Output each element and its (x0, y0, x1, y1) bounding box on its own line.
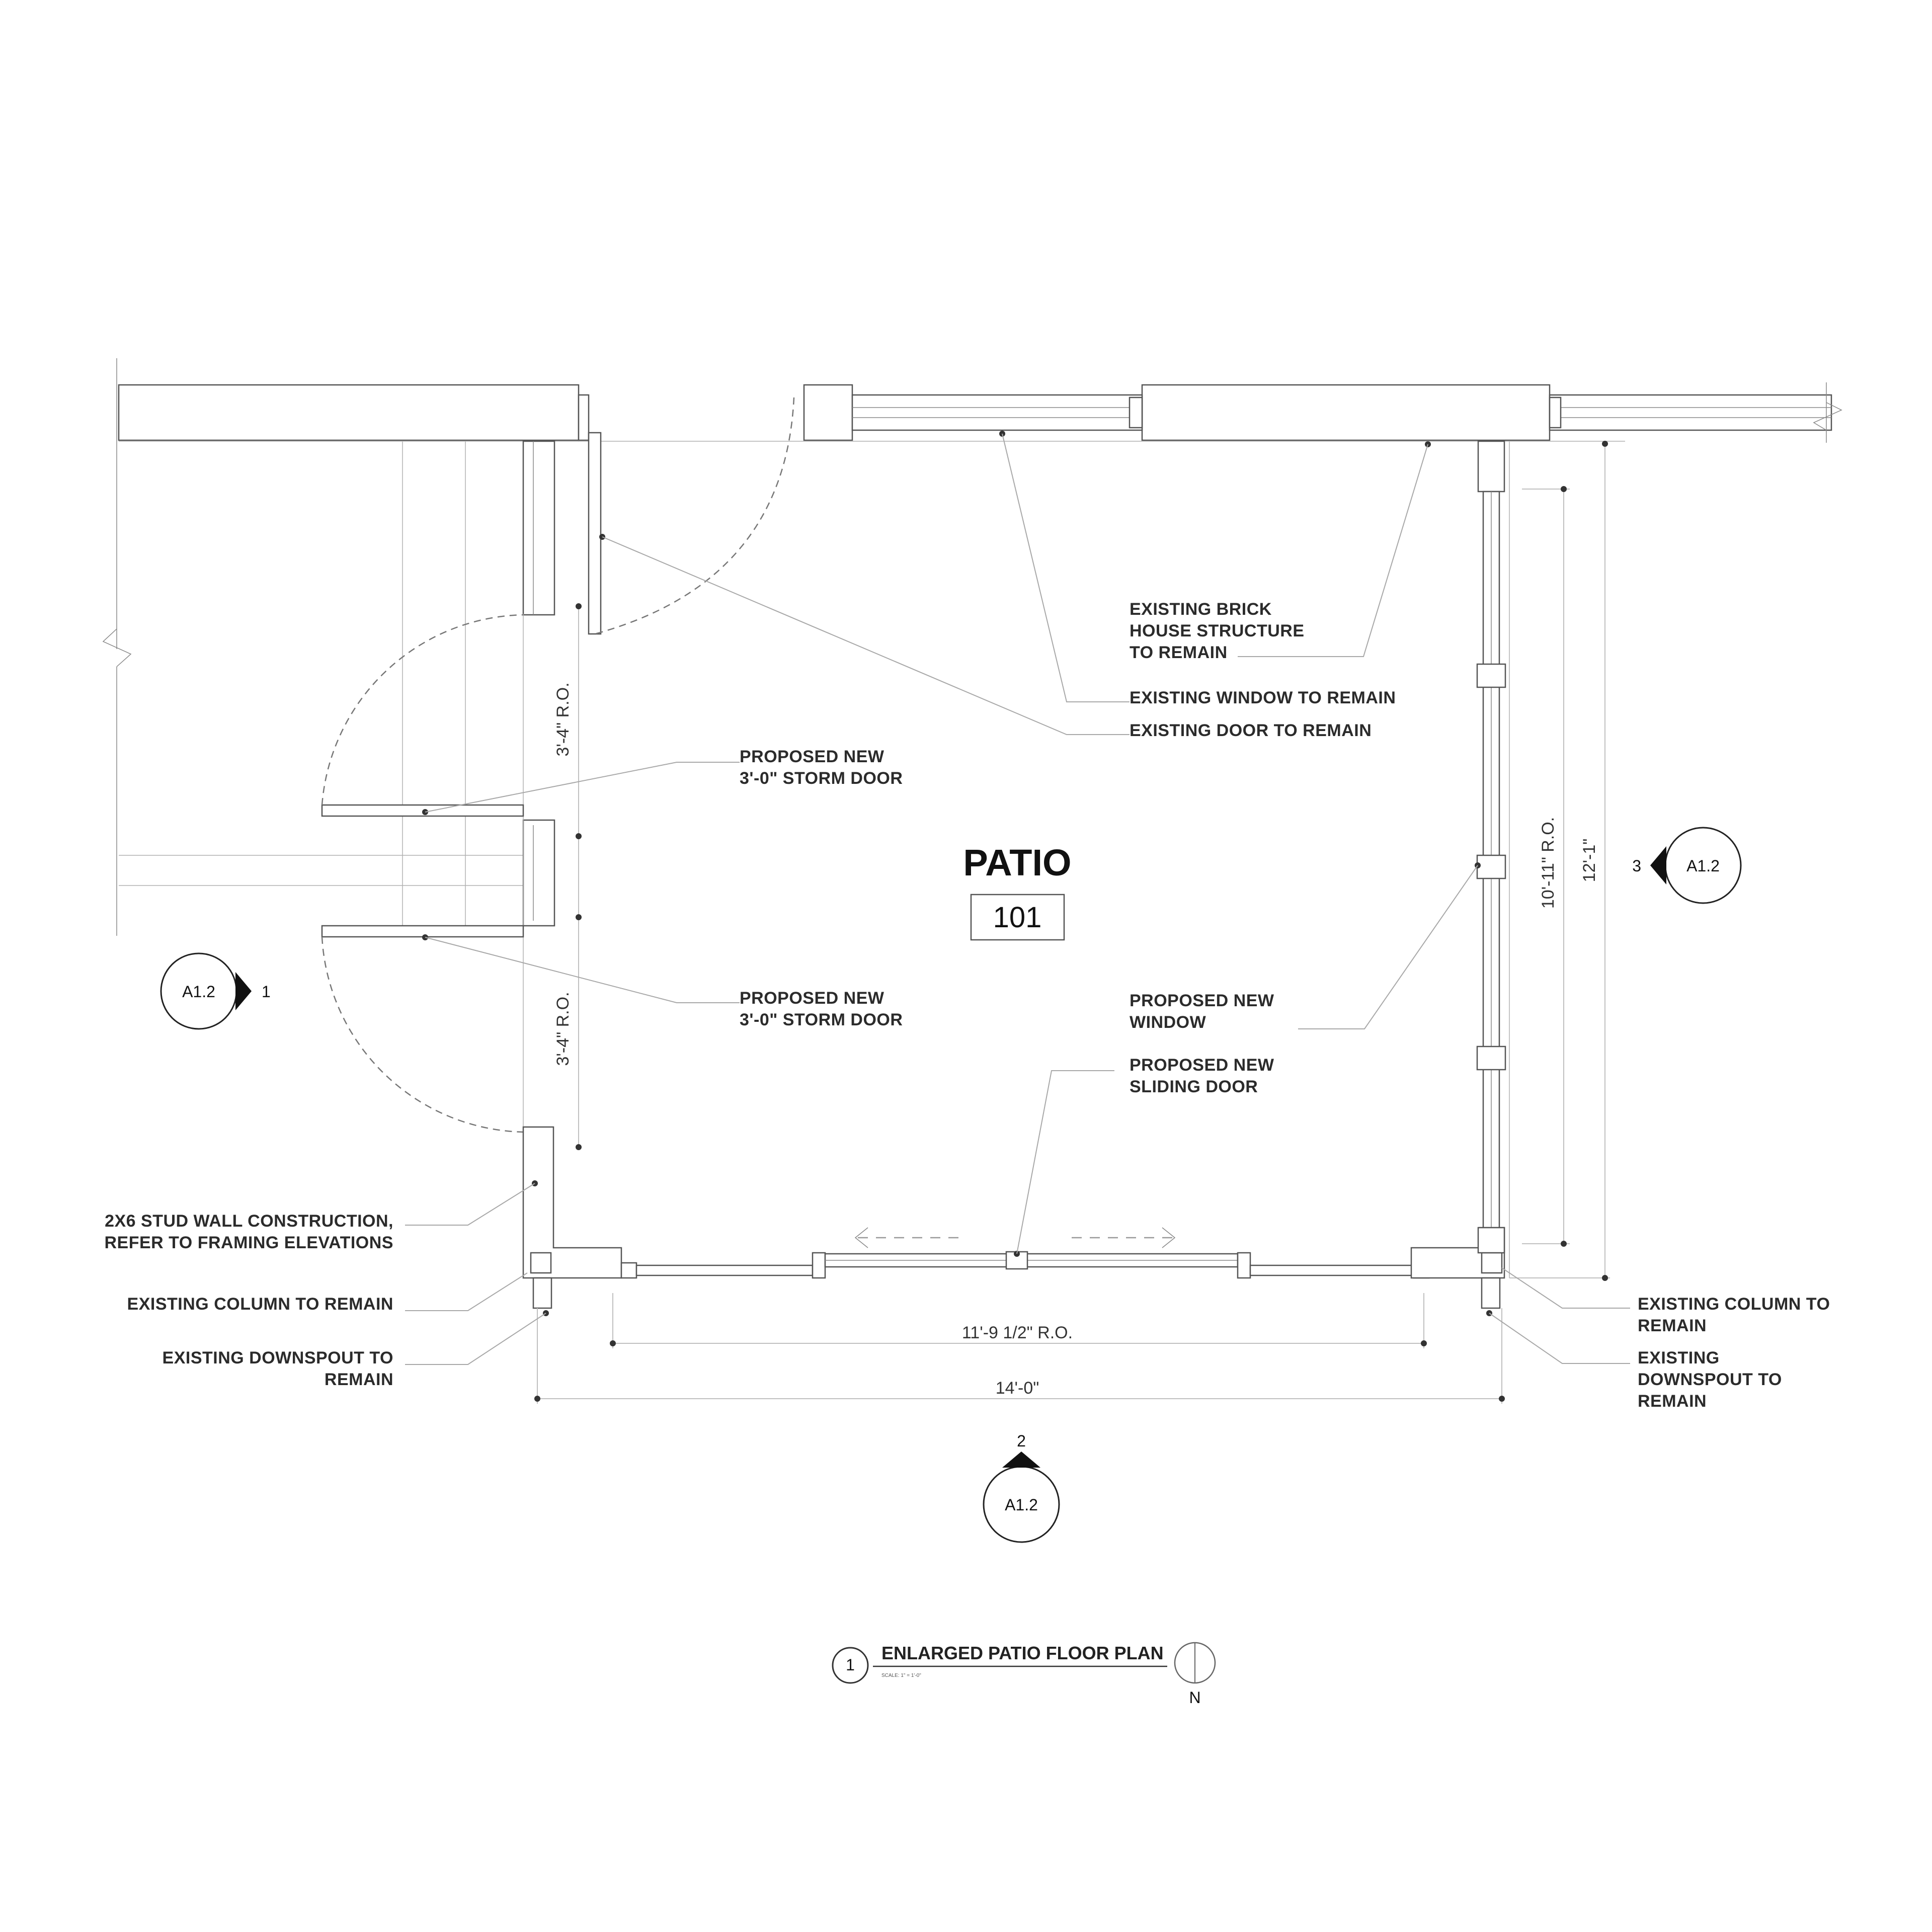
dim-door-ro: 11'-9 1/2" R.O. (962, 1323, 1073, 1342)
existing-brick-house (102, 358, 1842, 936)
note-sliding-door-line-2: SLIDING DOOR (1130, 1077, 1258, 1096)
note-downspout-right-line-2: DOWNSPOUT TO (1638, 1370, 1782, 1389)
section-right-number: 3 (1632, 857, 1641, 875)
drawing-title: 1 ENLARGED PATIO FLOOR PLAN SCALE: 1" = … (832, 1642, 1216, 1707)
room-number-box (970, 894, 1065, 941)
section-marker-right: A1.2 3 (1632, 827, 1742, 904)
existing-window-1 (851, 394, 1143, 431)
note-brick-structure-line-1: EXISTING BRICK (1130, 600, 1272, 619)
room-number: 101 (993, 901, 1042, 934)
leader-lines (405, 431, 1630, 1365)
note-brick-structure-line-2: HOUSE STRUCTURE (1130, 621, 1305, 640)
section-left-sheet: A1.2 (182, 983, 215, 1001)
title-drawing-number: 1 (846, 1656, 855, 1674)
east-window-wall (1476, 440, 1510, 1278)
note-downspout-right-line-3: REMAIN (1638, 1392, 1707, 1411)
note-column-left: EXISTING COLUMN TO REMAIN (127, 1295, 393, 1314)
dim-window-ro: 10'-11" R.O. (1539, 817, 1558, 909)
dim-ro-bottom: 3'-4" R.O. (553, 992, 573, 1066)
south-sliding-door (620, 1227, 1430, 1279)
note-column-right-line-1: EXISTING COLUMN TO (1638, 1295, 1830, 1314)
note-new-window-line-1: PROPOSED NEW (1130, 991, 1274, 1010)
note-stud-wall-line-1: 2X6 STUD WALL CONSTRUCTION, (105, 1212, 393, 1231)
storm-door-top (321, 614, 524, 817)
storm-door-bottom (321, 925, 524, 1133)
title-scale: SCALE: 1" = 1'-0" (881, 1673, 921, 1678)
existing-door (588, 397, 795, 636)
note-new-window-line-2: WINDOW (1130, 1013, 1206, 1032)
title-text: ENLARGED PATIO FLOOR PLAN (881, 1643, 1164, 1663)
dim-overall-width: 14'-0" (996, 1379, 1039, 1398)
section-right-sheet: A1.2 (1686, 857, 1720, 875)
dim-ro-top: 3'-4" R.O. (553, 682, 573, 756)
note-storm-door-bottom-line-1: PROPOSED NEW (740, 989, 884, 1008)
dimension-lines (534, 441, 1610, 1404)
note-existing-window: EXISTING WINDOW TO REMAIN (1130, 688, 1396, 707)
note-sliding-door-line-1: PROPOSED NEW (1130, 1056, 1274, 1075)
section-bottom-sheet: A1.2 (1005, 1496, 1038, 1514)
note-downspout-left-line-1: EXISTING DOWNSPOUT TO (163, 1348, 393, 1367)
note-storm-door-top-line-2: 3'-0" STORM DOOR (740, 769, 903, 788)
section-left-number: 1 (262, 983, 271, 1001)
west-wall (119, 440, 555, 1137)
dim-overall-height: 12'-1" (1580, 839, 1599, 882)
dimension-text: 3'-4" R.O. 3'-4" R.O. 10'-11" R.O. 12'-1… (553, 682, 1599, 1398)
room-name: PATIO (963, 842, 1071, 883)
note-brick-structure-line-3: TO REMAIN (1130, 643, 1228, 662)
note-column-right-line-2: REMAIN (1638, 1316, 1707, 1335)
notes: EXISTING BRICK HOUSE STRUCTURE TO REMAIN… (104, 600, 1830, 1411)
section-marker-bottom: A1.2 2 (983, 1432, 1060, 1543)
note-stud-wall-line-2: REFER TO FRAMING ELEVATIONS (104, 1233, 393, 1252)
north-arrow: N (1174, 1642, 1216, 1707)
note-downspout-left-line-2: REMAIN (325, 1370, 393, 1389)
note-storm-door-top-line-1: PROPOSED NEW (740, 747, 884, 766)
section-bottom-number: 2 (1017, 1432, 1026, 1450)
room-tag: PATIO 101 (963, 842, 1072, 941)
north-label: N (1189, 1688, 1200, 1707)
sw-corner-stud-wall (522, 1126, 622, 1309)
existing-window-2 (1549, 394, 1832, 431)
note-storm-door-bottom-line-2: 3'-0" STORM DOOR (740, 1010, 903, 1029)
note-existing-door: EXISTING DOOR TO REMAIN (1130, 721, 1372, 740)
section-marker-left: A1.2 1 (160, 952, 271, 1030)
note-downspout-right-line-1: EXISTING (1638, 1348, 1720, 1367)
